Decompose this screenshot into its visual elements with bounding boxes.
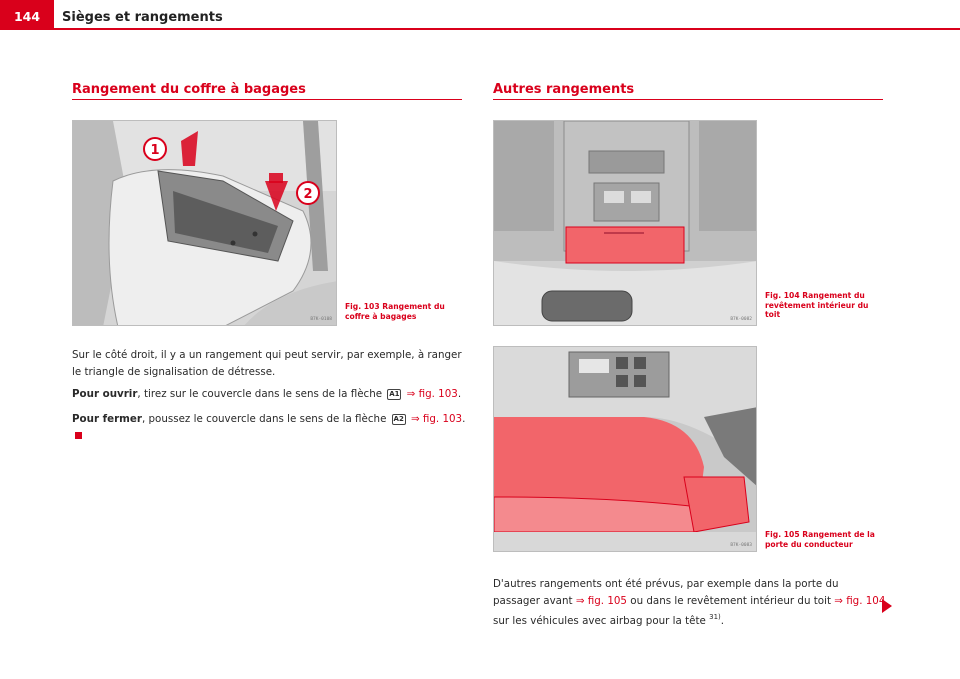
figure-link[interactable]: fig. 105 (587, 594, 627, 607)
marker-1: 1 (150, 143, 159, 158)
step-marker-a2: A2 (391, 414, 406, 425)
figure-link[interactable]: fig. 103 (418, 388, 458, 400)
arrow-icon: ⇒ (834, 594, 843, 607)
open-text: , tirez sur le couvercle dans le sens de… (137, 388, 383, 400)
figure-104: B7K-0082 (493, 120, 757, 326)
close-text: , poussez le couvercle dans le sens de l… (141, 413, 387, 425)
paragraph-text: D'autres rangements ont été prévus, par … (493, 578, 839, 607)
figure-105: B7K-0083 (493, 346, 757, 552)
marker-2: 2 (303, 187, 312, 202)
figure-code: B7K-0108 (310, 317, 332, 322)
page-number-box (0, 0, 54, 29)
figure-103-caption: Fig. 103 Rangement du coffre à bagages (345, 302, 445, 321)
period: . (720, 615, 725, 627)
roof-lining-storage-illustration (494, 121, 756, 325)
paragraph-text: ou dans le revêtement intérieur du toit (630, 594, 831, 607)
footnote-marker[interactable]: 31) (709, 613, 721, 621)
figure-105-caption: Fig. 105 Rangement de la porte du conduc… (765, 530, 875, 549)
caption-line: porte du conducteur (765, 539, 853, 549)
step-marker-a1: A1 (387, 389, 402, 400)
period: . (457, 388, 462, 400)
figure-104-caption: Fig. 104 Rangement du revêtement intérie… (765, 291, 868, 320)
arrow-icon: ⇒ (575, 594, 585, 607)
section-rule-left (72, 99, 462, 100)
section-title-trunk-storage: Rangement du coffre à bagages (72, 82, 306, 97)
figure-code: B7K-0082 (730, 317, 752, 322)
page-title: Sièges et rangements (62, 10, 223, 25)
caption-line: revêtement intérieur du (765, 300, 869, 310)
caption-line: coffre à bagages (345, 311, 417, 321)
paragraph-text: sur les véhicules avec airbag pour la tê… (493, 615, 706, 627)
end-of-section-icon (75, 431, 82, 439)
close-label: Pour fermer (72, 413, 142, 425)
figure-103: 1 2 B7K-0108 (72, 120, 337, 326)
period: . (462, 413, 466, 425)
section-rule-right (493, 99, 883, 100)
intro-paragraph: Sur le côté droit, il y a un rangement q… (72, 349, 462, 378)
caption-line: Fig. 103 Rangement du (345, 302, 445, 311)
trunk-storage-illustration: 1 2 (73, 121, 336, 325)
driver-door-storage-illustration (494, 347, 756, 551)
arrow-icon: ⇒ (406, 388, 416, 400)
header-rule (0, 28, 960, 30)
caption-line: toit (765, 310, 781, 319)
section-title-other-storage: Autres rangements (493, 82, 635, 97)
figure-code: B7K-0083 (730, 543, 752, 548)
caption-line: Fig. 104 Rangement du (765, 291, 865, 300)
open-instruction: Pour ouvrir, tirez sur le couvercle dans… (72, 386, 472, 403)
figure-link[interactable]: fig. 104 (846, 594, 886, 607)
arrow-icon: ⇒ (410, 413, 420, 425)
next-page-icon[interactable] (882, 599, 892, 613)
close-instruction: Pour fermer, poussez le couvercle dans l… (72, 411, 472, 444)
other-storage-paragraph: D'autres rangements ont été prévus, par … (493, 576, 888, 630)
page-number: 144 (13, 9, 41, 24)
figure-link[interactable]: fig. 103 (422, 413, 463, 425)
caption-line: Fig. 105 Rangement de la (765, 530, 875, 539)
open-label: Pour ouvrir (72, 388, 138, 400)
